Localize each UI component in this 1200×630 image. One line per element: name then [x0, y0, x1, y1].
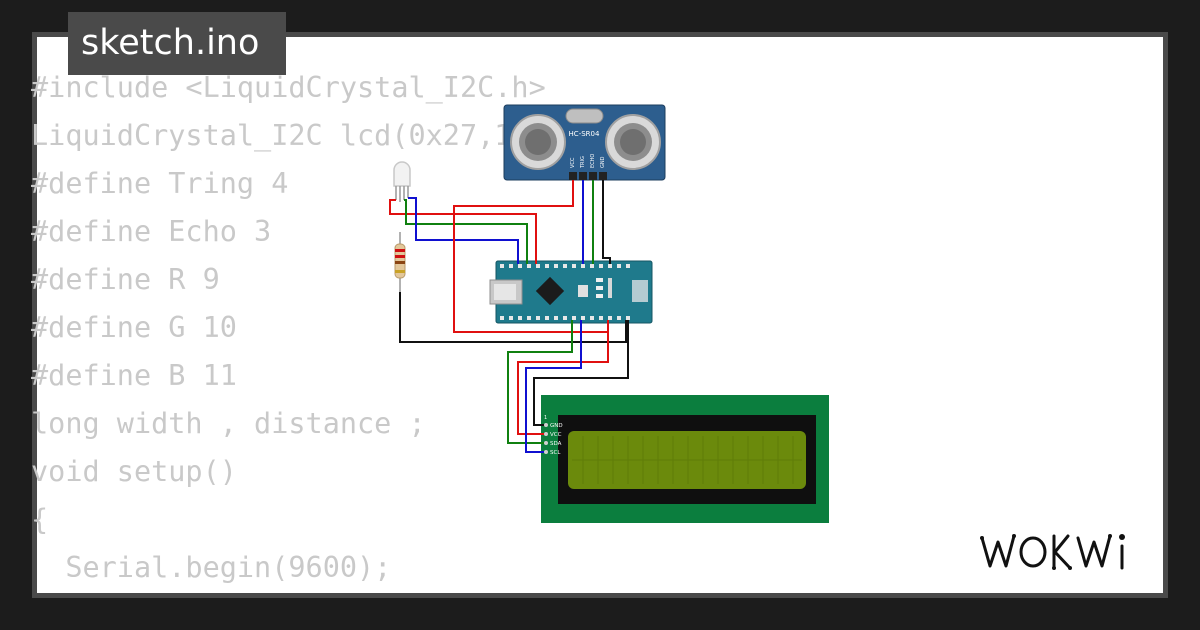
- lcd-pin-label: SDA: [550, 441, 562, 447]
- sensor-label: HC-SR04: [569, 130, 600, 138]
- code-line: void setup(): [31, 455, 237, 488]
- wokwi-logo-mark: [980, 534, 1125, 570]
- wokwi-logo: [978, 528, 1148, 578]
- wire: [399, 292, 627, 343]
- wire: [404, 199, 528, 264]
- code-line: #define B 11: [31, 359, 237, 392]
- lcd-display[interactable]: 1 GND VCC SDA SCL: [541, 395, 829, 523]
- file-tab[interactable]: sketch.ino: [68, 12, 286, 75]
- wire: [408, 197, 519, 264]
- wire: [602, 180, 611, 264]
- code-line: #define Tring 4: [31, 167, 289, 200]
- lcd-pin-label: GND: [550, 423, 563, 429]
- lcd-pin-label: SCL: [550, 450, 561, 456]
- code-line: #include <LiquidCrystal_I2C.h>: [31, 71, 546, 104]
- arduino-nano[interactable]: [489, 260, 653, 324]
- code-line: {: [31, 503, 49, 536]
- rgb-led[interactable]: [393, 161, 411, 202]
- wire: [507, 320, 573, 444]
- code-line: #define G 10: [31, 311, 237, 344]
- code-line: Serial.begin(9600);: [31, 551, 392, 584]
- sensor-pin-label: ECHO: [590, 154, 596, 168]
- file-tab-label: sketch.ino: [81, 23, 260, 63]
- wire: [525, 320, 582, 453]
- sensor-pin-label: VCC: [570, 157, 576, 168]
- code-line: long width , distance ;: [31, 407, 426, 440]
- lcd-pin-label: VCC: [550, 432, 562, 438]
- code-line: #define R 9: [31, 263, 220, 296]
- resistor[interactable]: [394, 232, 406, 292]
- code-line: #define Echo 3: [31, 215, 272, 248]
- wire: [533, 320, 629, 426]
- ultrasonic-sensor[interactable]: HC-SR04 VCC TRIG ECHO GND: [503, 104, 666, 181]
- wire: [389, 199, 537, 264]
- wires: [389, 180, 629, 453]
- svg-text:1: 1: [544, 415, 547, 421]
- sensor-pin-label: GND: [600, 156, 606, 168]
- sensor-pin-label: TRIG: [580, 156, 586, 169]
